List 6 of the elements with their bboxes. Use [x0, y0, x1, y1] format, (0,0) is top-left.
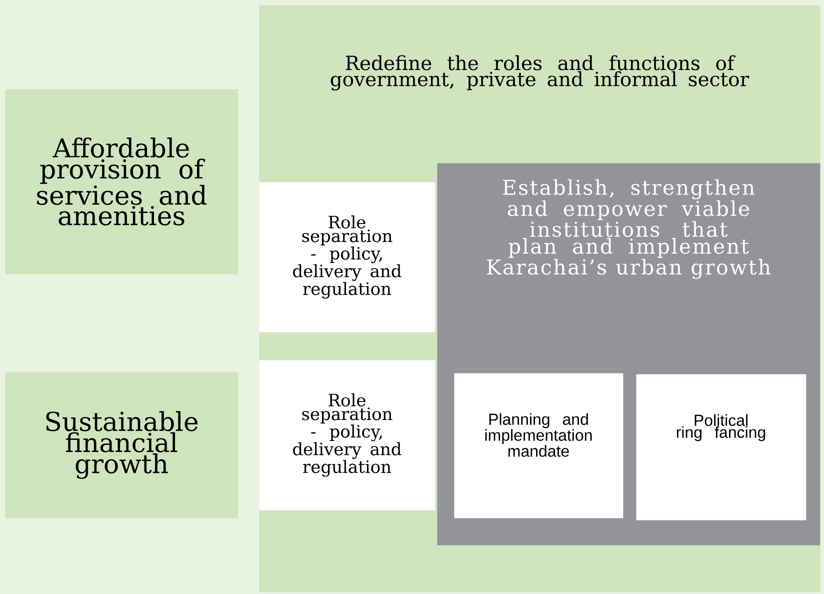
text-box: Role separation - policy, delivery and regulation [259, 360, 436, 510]
text-box: Planning and implementation mandate [454, 373, 624, 518]
text-box: Affordable provision of services and amenities [5, 89, 238, 274]
text-box: Political ring fancing [636, 374, 806, 520]
text-box: Role separation - policy, delivery and regulation [259, 182, 436, 332]
text-box: Sustainable financial growth [5, 372, 238, 518]
